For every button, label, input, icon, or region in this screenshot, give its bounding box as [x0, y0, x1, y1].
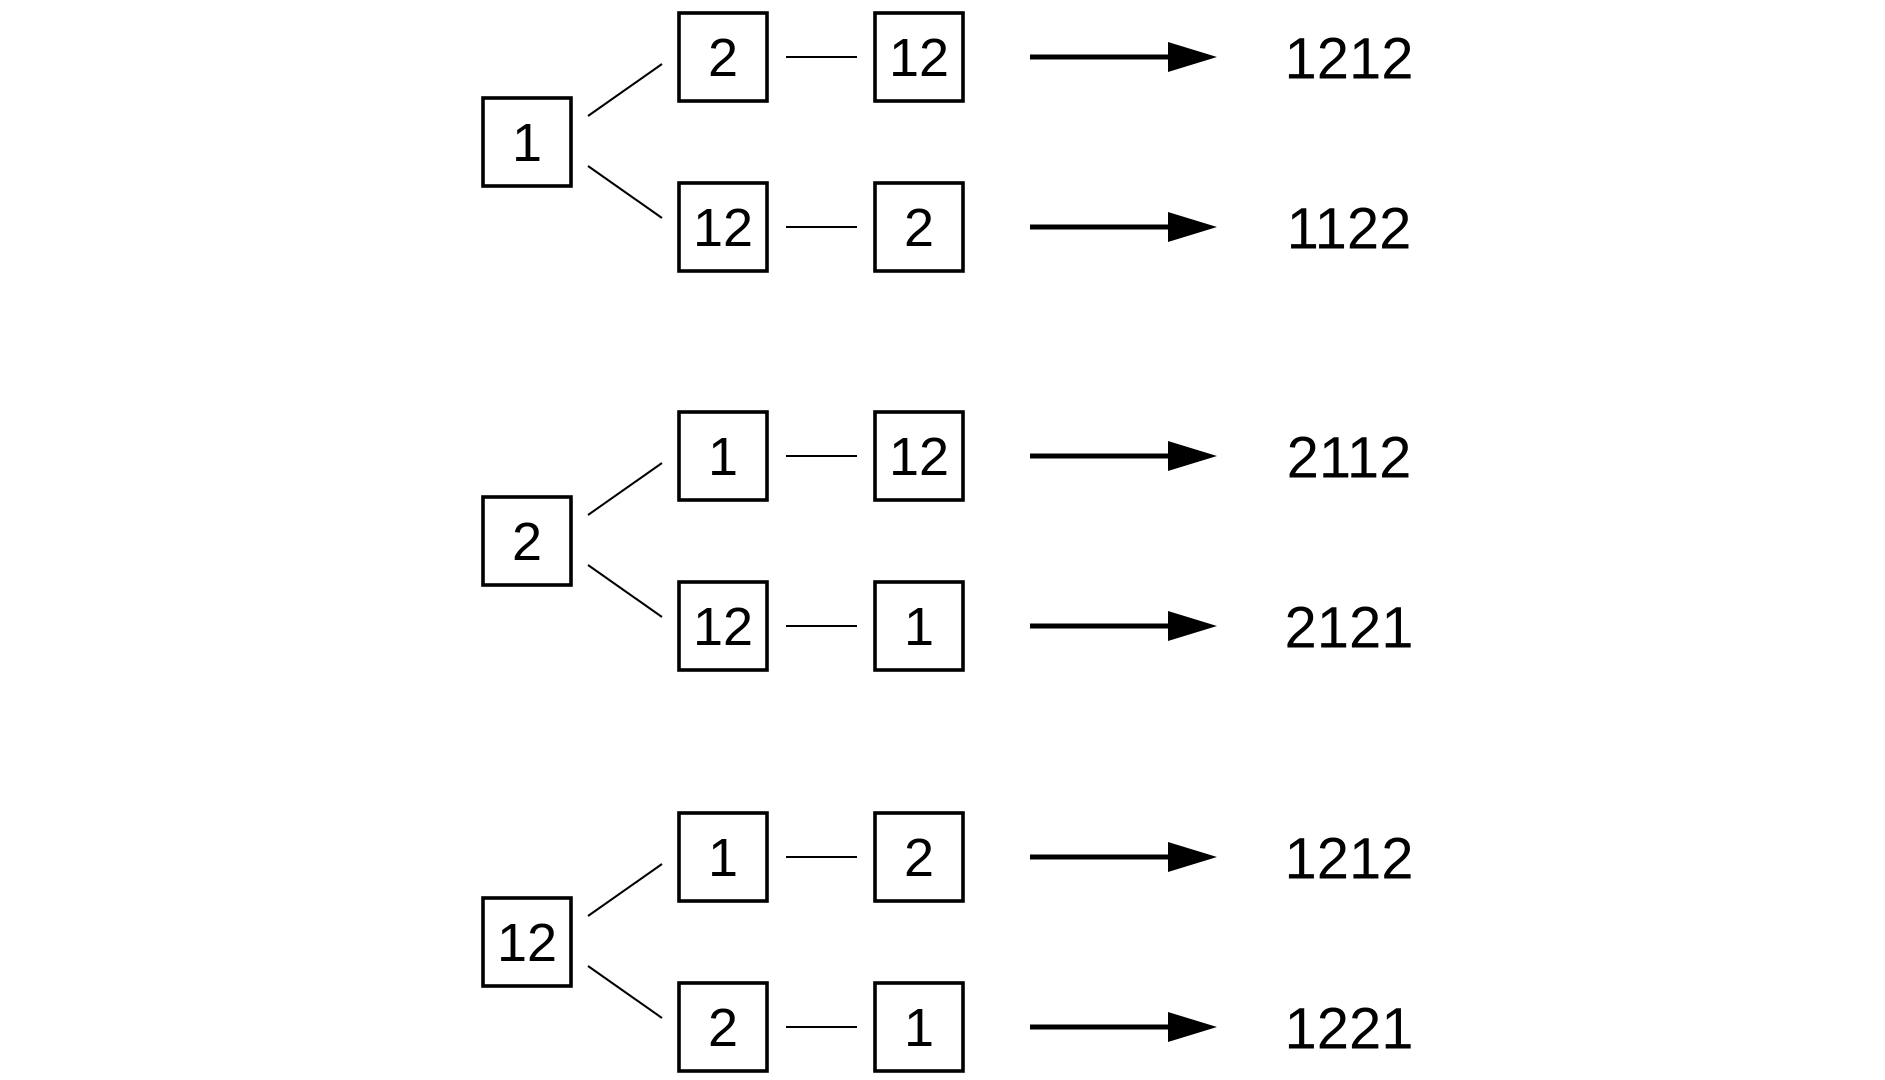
second-choice-box: 12: [873, 410, 965, 502]
second-choice-label: 2: [904, 828, 934, 888]
first-choice-box: 1: [677, 811, 769, 903]
result-label: 1212: [1284, 27, 1413, 92]
first-choice-label: 2: [708, 998, 738, 1058]
result-arrow: [1030, 42, 1217, 72]
result-label: 1122: [1287, 197, 1412, 262]
branch-line: [587, 863, 663, 917]
first-choice-box: 2: [677, 981, 769, 1073]
second-choice-label: 1: [904, 597, 934, 657]
second-choice-label: 2: [904, 198, 934, 258]
second-choice-box: 2: [873, 181, 965, 273]
root-label: 12: [497, 913, 557, 973]
first-choice-label: 1: [708, 427, 738, 487]
second-choice-label: 1: [904, 998, 934, 1058]
branch-line: [587, 63, 663, 117]
result-arrow: [1030, 1012, 1217, 1042]
first-choice-label: 1: [708, 828, 738, 888]
branch-line: [587, 965, 663, 1019]
first-choice-box: 12: [677, 181, 769, 273]
branch-line: [587, 564, 663, 618]
root-box: 1: [481, 96, 573, 188]
branch-line: [587, 462, 663, 516]
root-box: 12: [481, 896, 573, 988]
first-choice-box: 1: [677, 410, 769, 502]
tree-group: 2 1 12 2112 12 1: [481, 410, 1414, 672]
root-box: 2: [481, 495, 573, 587]
second-choice-box: 1: [873, 981, 965, 1073]
result-arrow: [1030, 212, 1217, 242]
result-label: 2121: [1284, 596, 1413, 661]
second-choice-label: 12: [889, 427, 949, 487]
result-arrow: [1030, 441, 1217, 471]
second-choice-label: 12: [889, 28, 949, 88]
second-choice-box: 12: [873, 11, 965, 103]
result-arrow: [1030, 842, 1217, 872]
first-choice-label: 12: [693, 597, 753, 657]
first-choice-label: 12: [693, 198, 753, 258]
result-arrow: [1030, 611, 1217, 641]
result-label: 2112: [1287, 426, 1412, 491]
result-label: 1212: [1284, 827, 1413, 892]
first-choice-box: 12: [677, 580, 769, 672]
second-choice-box: 1: [873, 580, 965, 672]
result-label: 1221: [1284, 997, 1413, 1062]
second-choice-box: 2: [873, 811, 965, 903]
branch-line: [587, 165, 663, 219]
root-label: 2: [512, 512, 542, 572]
first-choice-box: 2: [677, 11, 769, 103]
tree-group: 12 1 2 1212 2 1: [481, 811, 1414, 1073]
first-choice-label: 2: [708, 28, 738, 88]
root-label: 1: [512, 113, 542, 173]
tree-group: 1 2 12 1212 12 2: [481, 11, 1414, 273]
